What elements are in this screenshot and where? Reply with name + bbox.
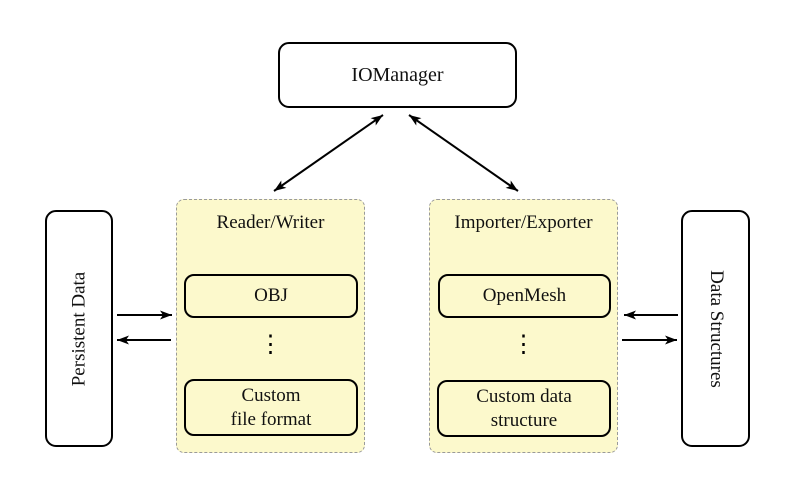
- vertical-ellipsis-icon: ⋮: [511, 332, 536, 358]
- importer-exporter-title: Importer/Exporter: [454, 212, 593, 233]
- custom-file-format-line2: file format: [230, 408, 312, 430]
- arrow-iomanager-readerwriter: [273, 114, 384, 192]
- vertical-ellipsis-icon: ⋮: [258, 332, 283, 358]
- custom-data-structure-node: Custom data structure: [437, 380, 611, 437]
- custom-file-format-line1: Custom: [241, 384, 301, 406]
- persistent-data-node: Persistent Data: [45, 210, 113, 447]
- obj-label: OBJ: [254, 285, 288, 306]
- persistent-data-label: Persistent Data: [68, 271, 90, 386]
- obj-node: OBJ: [184, 274, 358, 318]
- iomanager-label: IOManager: [351, 63, 444, 86]
- reader-writer-title: Reader/Writer: [216, 212, 325, 233]
- arrow-iomanager-importerexporter: [408, 114, 519, 192]
- openmesh-node: OpenMesh: [438, 274, 611, 318]
- iomanager-node: IOManager: [278, 42, 517, 108]
- data-structures-node: Data Structures: [681, 210, 750, 447]
- reader-writer-group: Reader/Writer OBJ ⋮ Custom file format: [176, 199, 365, 453]
- custom-data-structure-line1: Custom data: [476, 385, 572, 407]
- custom-file-format-node: Custom file format: [184, 379, 358, 436]
- importer-exporter-group: Importer/Exporter OpenMesh ⋮ Custom data…: [429, 199, 618, 453]
- data-structures-label: Data Structures: [705, 269, 727, 388]
- custom-data-structure-line2: structure: [490, 409, 558, 431]
- openmesh-label: OpenMesh: [482, 285, 567, 306]
